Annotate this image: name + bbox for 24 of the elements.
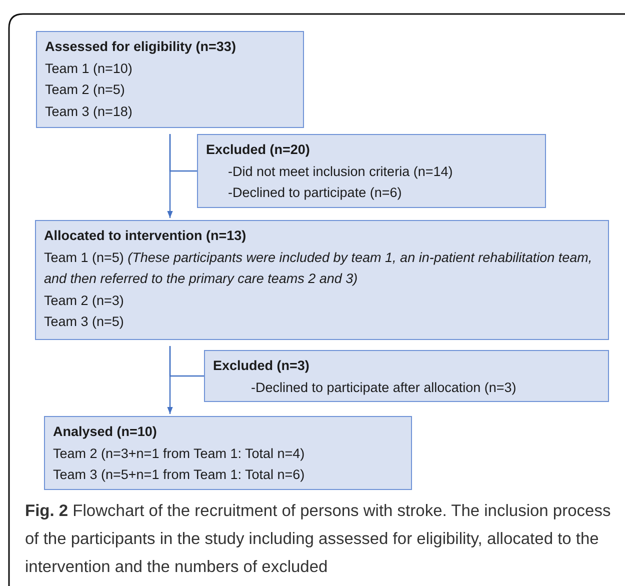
connector-arrow bbox=[169, 134, 197, 172]
box-text-line: Team 3 (n=5) bbox=[44, 313, 125, 331]
box-text-line: Team 2 (n=3) bbox=[44, 292, 125, 310]
box-heading: Assessed for eligibility (n=33) bbox=[45, 38, 237, 56]
box-text-line: -Did not meet inclusion criteria (n=14) bbox=[227, 162, 454, 181]
box-heading: Allocated to intervention (n=13) bbox=[44, 227, 248, 245]
box-heading: Analysed (n=10) bbox=[53, 423, 158, 441]
flowchart-box bbox=[35, 220, 609, 340]
box-text-line: Team 2 (n=3+n=1 from Team 1: Total n=4) bbox=[53, 444, 306, 463]
box-text-line: Team 1 (n=5) (These participants were included by team 1, an in-patient rehabilitation team, and then referred to the primary care teams 2 and 3) bbox=[44, 248, 594, 288]
box-text-line: Team 2 (n=5) bbox=[45, 81, 126, 99]
box-heading: Excluded (n=3) bbox=[213, 357, 310, 375]
box-heading: Excluded (n=20) bbox=[206, 141, 311, 159]
figure-caption: Fig. 2 Flowchart of the recruitment of persons with stroke. The inclusion process of the participants in the study including assessed for eligibility, allocated to the intervention and the numbers of excluded bbox=[25, 501, 612, 578]
flowchart-box bbox=[197, 134, 546, 208]
box-text-line: Team 3 (n=18) bbox=[45, 102, 134, 121]
box-text-line: Team 3 (n=5+n=1 from Team 1: Total n=6) bbox=[53, 466, 306, 484]
box-text-line: -Declined to participate (n=6) bbox=[227, 184, 403, 202]
flowchart-box bbox=[44, 416, 412, 490]
box-text-line: -Declined to participate after allocation (n=3) bbox=[250, 378, 518, 397]
flowchart-box bbox=[36, 31, 304, 128]
box-text-line: Team 1 (n=10) bbox=[45, 60, 134, 78]
flowchart-box bbox=[204, 350, 609, 402]
connector-arrow bbox=[169, 346, 204, 377]
